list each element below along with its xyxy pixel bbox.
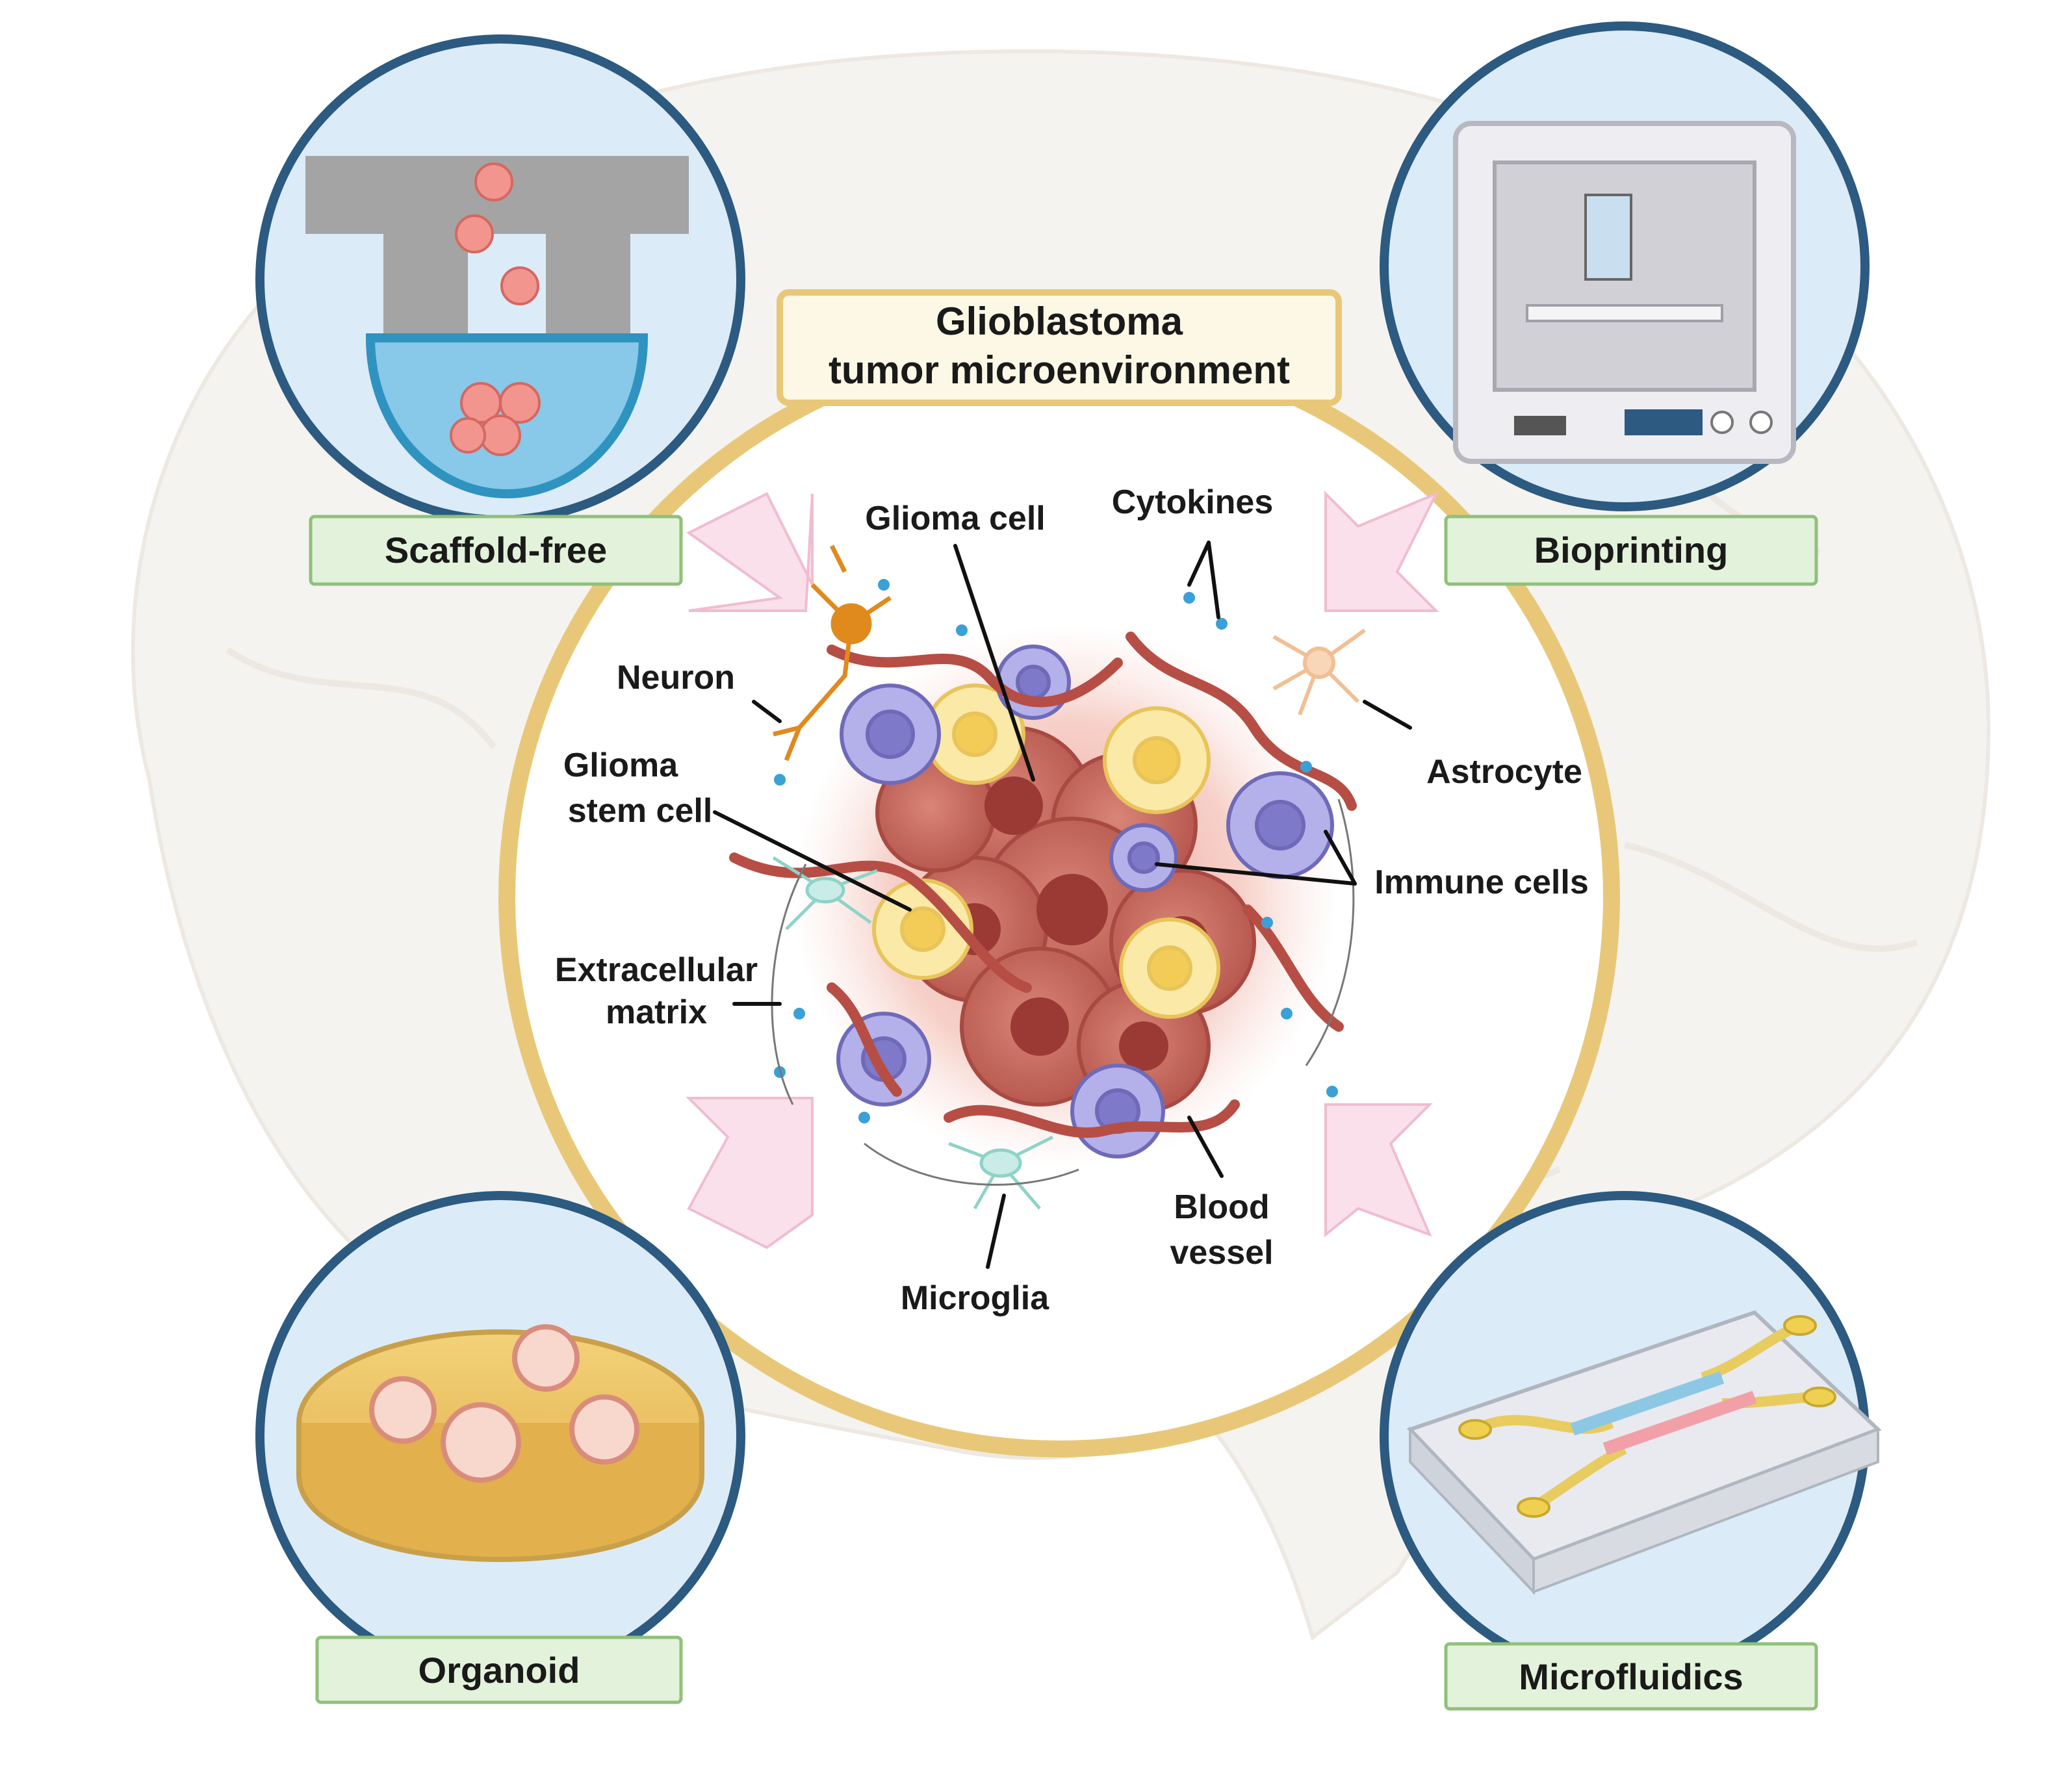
tumor-cluster [729, 544, 1366, 1210]
microfluidics-label: Microfluidics [1519, 1656, 1743, 1697]
scaffold-free-label: Scaffold-free [385, 530, 607, 570]
immune-cells [836, 645, 1334, 1158]
blood-vessels [729, 632, 1357, 1138]
label-glioma-stem-cell-1: Glioma [563, 747, 678, 784]
method-bioprinting [1380, 21, 1870, 511]
inward-arrows [686, 491, 1439, 1249]
arrow-bottom-left [686, 1097, 814, 1249]
label-ecm-1: Extracellular [555, 951, 758, 989]
arrow-top-right [1324, 491, 1439, 612]
label-blood-vessel-1: Blood [1174, 1188, 1269, 1226]
label-ecm-2: matrix [606, 993, 707, 1031]
label-astrocyte: Astrocyte [1426, 753, 1582, 791]
bioprinting-label: Bioprinting [1534, 530, 1729, 570]
leader-lines [713, 541, 1412, 1269]
label-glioma-cell: Glioma cell [865, 500, 1045, 537]
label-box-microfluidics: Microfluidics [1444, 1642, 1818, 1711]
method-scaffold-free [255, 34, 745, 524]
method-microfluidics [1380, 1191, 1882, 1681]
label-glioma-stem-cell-2: stem cell [568, 792, 713, 830]
astrocyte [1272, 628, 1366, 716]
label-immune-cells: Immune cells [1374, 864, 1588, 901]
label-box-bioprinting: Bioprinting [1444, 515, 1818, 586]
label-blood-vessel-2: vessel [1170, 1234, 1273, 1272]
title-line-1: Glioblastoma [936, 300, 1183, 343]
extracellular-matrix [771, 799, 1355, 1186]
label-cytokines: Cytokines [1112, 483, 1274, 521]
microglia [772, 856, 1054, 1210]
label-box-organoid: Organoid [315, 1635, 683, 1704]
neuron [773, 544, 892, 762]
organoid-label: Organoid [418, 1650, 580, 1691]
label-box-scaffold-free: Scaffold-free [309, 515, 683, 586]
arrow-top-left [686, 492, 814, 612]
title-line-2: tumor microenvironment [829, 348, 1290, 392]
arrow-bottom-right [1324, 1103, 1433, 1238]
label-neuron: Neuron [617, 659, 735, 697]
title-box: Glioblastoma tumor microenvironment [777, 289, 1342, 406]
label-microglia: Microglia [901, 1279, 1049, 1317]
method-organoid [255, 1191, 745, 1681]
